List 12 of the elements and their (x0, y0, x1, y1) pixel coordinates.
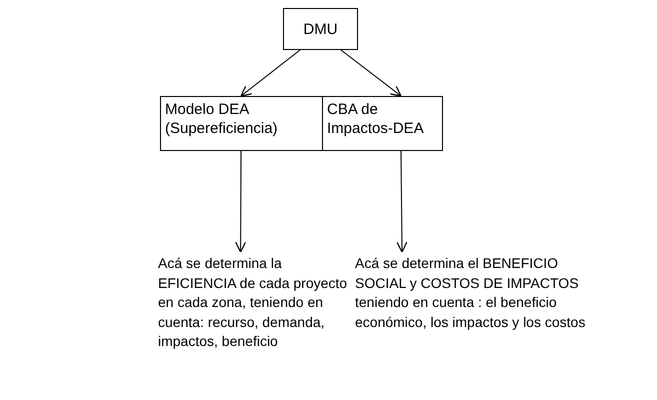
process-box (160, 96, 323, 151)
arrow (396, 150, 408, 253)
process-box (283, 8, 358, 50)
arrow (235, 150, 246, 253)
description-text: Acá se determina el BENEFICIO SOCIAL y COSTOS DE IMPACTOS teniendo en cuenta : el beneficio económico, los impactos y los costos (355, 254, 586, 332)
process-box (322, 96, 443, 151)
box-label: Modelo DEA (Supereficiencia) (165, 100, 279, 138)
box-label: CBA de Impactos-DEA (327, 100, 425, 138)
description-text: Acá se determina la EFICIENCIA de cada proyecto en cada zona, teniendo en cuenta: recurso, demanda, impactos, beneficio (158, 254, 348, 351)
arrow (340, 50, 402, 97)
box-label: DMU (303, 20, 338, 38)
arrow (240, 50, 301, 97)
